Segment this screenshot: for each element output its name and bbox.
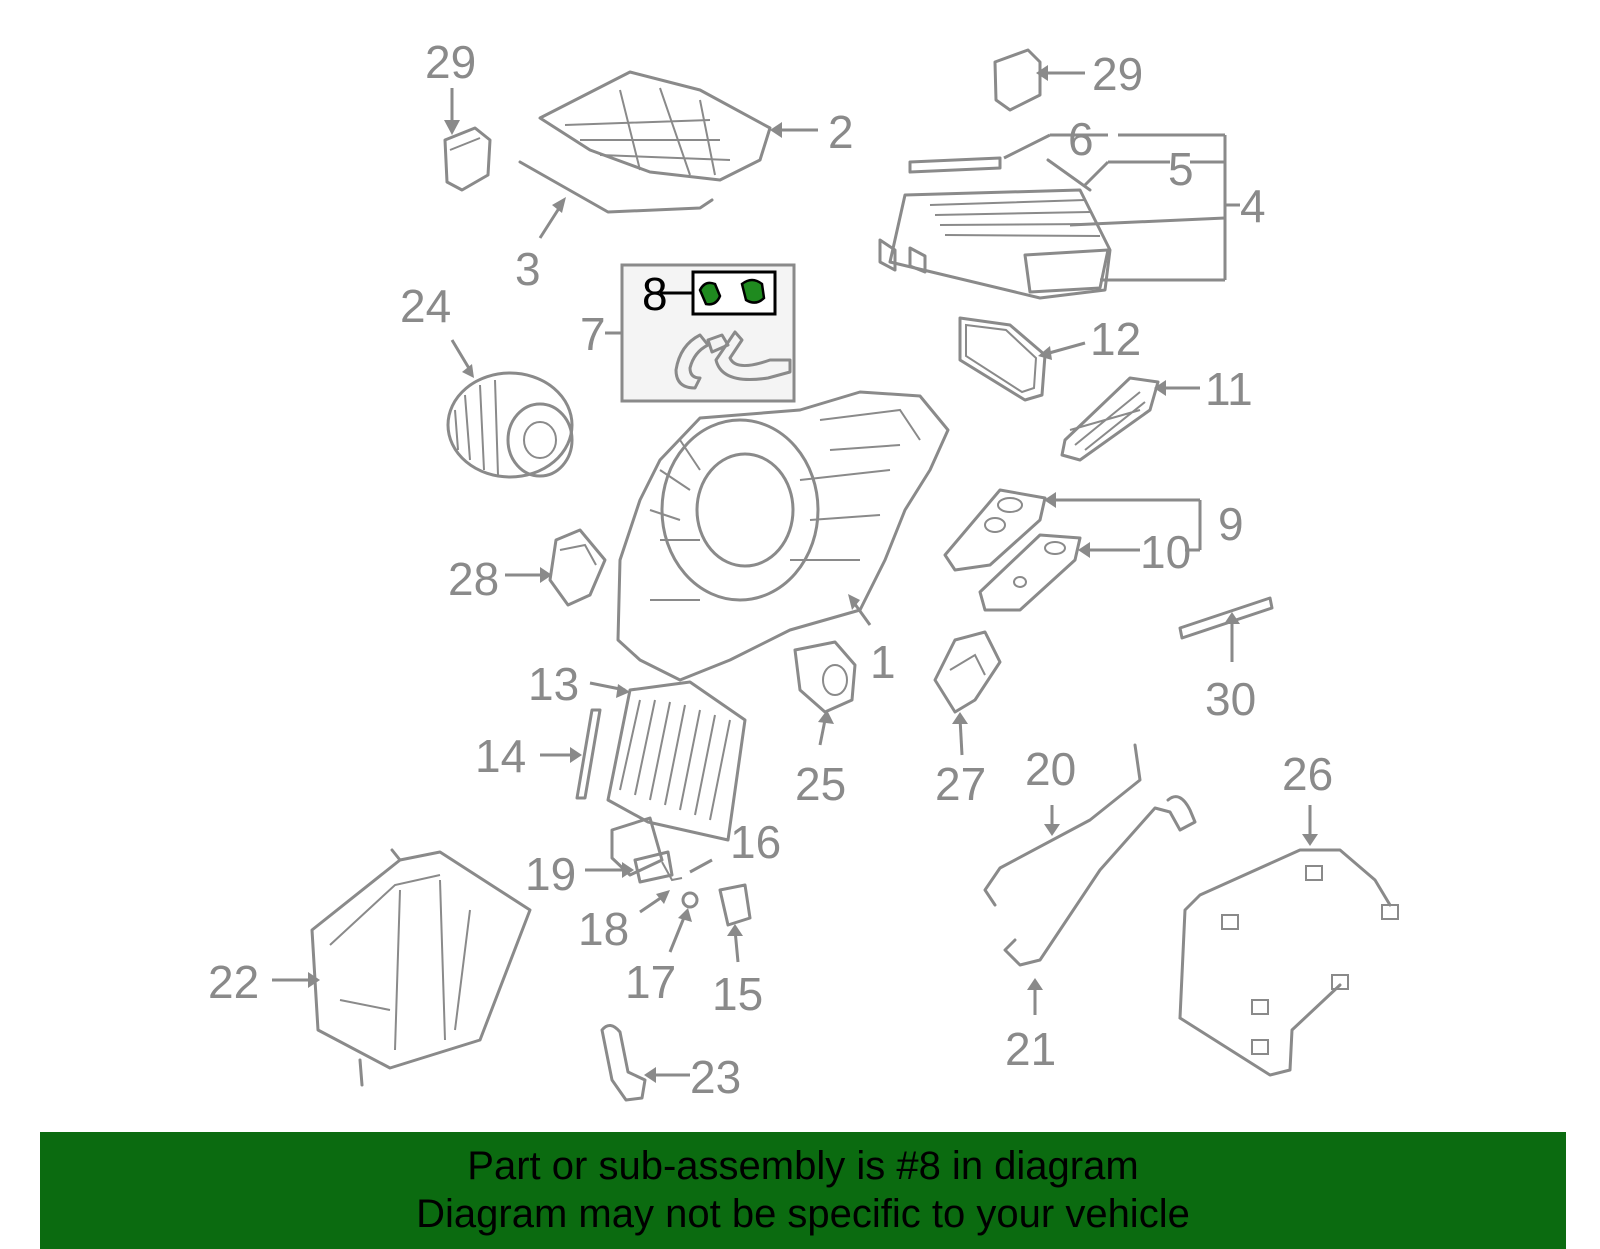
- callout-22: 22: [208, 956, 259, 1008]
- part-20-21-ac-lines: 20 21: [983, 743, 1197, 1075]
- callout-27: 27: [935, 758, 986, 810]
- part-30-strip: 30: [1178, 596, 1274, 725]
- banner-line-2: Diagram may not be specific to your vehi…: [416, 1192, 1190, 1236]
- callout-30: 30: [1205, 673, 1256, 725]
- part-11-filter: 11: [1060, 363, 1253, 462]
- callout-5: 5: [1168, 143, 1194, 195]
- callout-16: 16: [730, 816, 781, 868]
- callout-4: 4: [1240, 180, 1266, 232]
- part-23-hose: 23: [600, 1024, 741, 1103]
- callout-11: 11: [1205, 363, 1253, 415]
- callout-29-left: 29: [425, 36, 476, 88]
- callout-24: 24: [400, 280, 451, 332]
- callout-12: 12: [1090, 313, 1141, 365]
- part-8-highlighted: 8: [642, 268, 777, 320]
- callout-14: 14: [475, 730, 526, 782]
- part-24-blower: 24: [400, 280, 574, 479]
- part-27-bracket: 27: [933, 630, 1002, 810]
- callout-25: 25: [795, 758, 846, 810]
- callout-19: 19: [525, 848, 576, 900]
- callout-10: 10: [1140, 526, 1191, 578]
- callout-21: 21: [1005, 1023, 1056, 1075]
- part-28-bracket: 28: [448, 528, 607, 607]
- part-25-actuator: 25: [793, 640, 857, 810]
- callout-18: 18: [578, 903, 629, 955]
- callout-3: 3: [515, 243, 541, 295]
- callout-7: 7: [580, 308, 606, 360]
- part-1-housing: 1: [616, 390, 950, 688]
- callout-13: 13: [528, 658, 579, 710]
- callout-23: 23: [690, 1051, 741, 1103]
- callout-1: 1: [870, 636, 896, 688]
- part-29-left: 29: [425, 36, 492, 192]
- callout-15: 15: [712, 968, 763, 1020]
- part-13-evaporator: 13 14: [475, 658, 747, 877]
- part-19-16-18-17-15: 19 16 18 17 15: [525, 816, 781, 1020]
- callout-2: 2: [828, 106, 854, 158]
- callout-26: 26: [1282, 748, 1333, 800]
- parts-diagram: 29 2 3 29 6: [208, 36, 1399, 1103]
- part-12-seal: 12: [958, 313, 1141, 402]
- part-3-rod: 3: [515, 160, 714, 295]
- part-2-upper-case: 2: [538, 70, 854, 182]
- callout-28: 28: [448, 553, 499, 605]
- banner-line-1: Part or sub-assembly is #8 in diagram: [467, 1144, 1139, 1188]
- part-22-lower-case: 22: [208, 848, 532, 1087]
- callout-17: 17: [625, 956, 676, 1008]
- callout-29-right: 29: [1092, 48, 1143, 100]
- part-9-valve: 9 10: [943, 488, 1244, 612]
- info-banner: Part or sub-assembly is #8 in diagram Di…: [40, 1132, 1566, 1249]
- callout-20: 20: [1025, 743, 1076, 795]
- inset-7-hoses: 7 8: [580, 263, 796, 403]
- callout-6: 6: [1068, 113, 1094, 165]
- callout-8: 8: [642, 268, 668, 320]
- part-29-right: 29: [993, 48, 1143, 112]
- part-4-heater-core: 6 5 4: [878, 113, 1266, 300]
- callout-9: 9: [1218, 498, 1244, 550]
- part-26-harness: 26: [1178, 748, 1399, 1077]
